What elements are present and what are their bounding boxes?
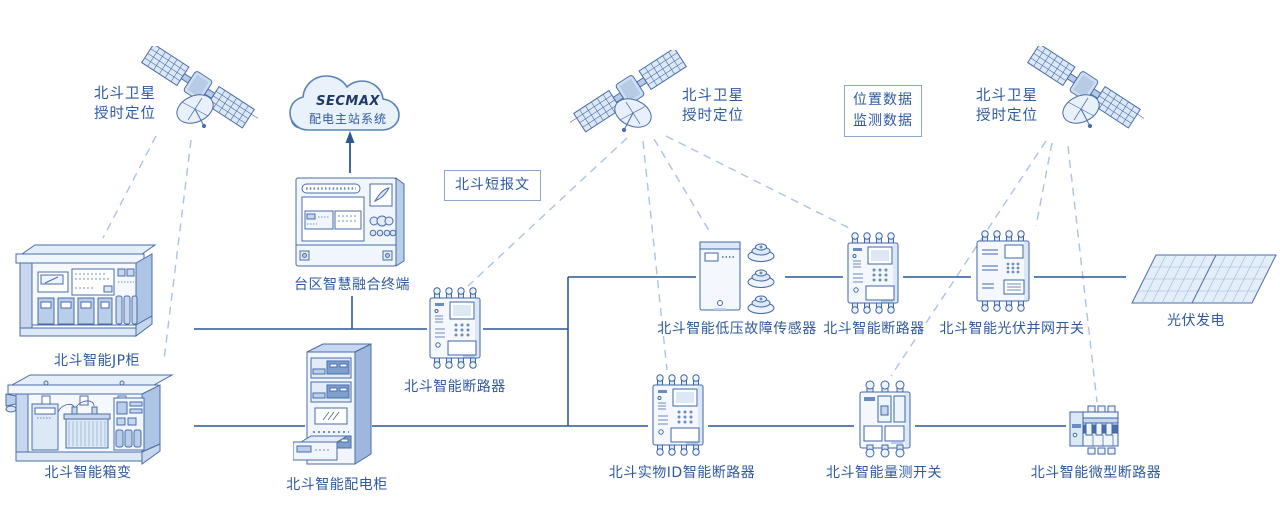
cloud-system-name: 配电主站系统 xyxy=(308,112,387,126)
satellite-label-line2: 授时定位 xyxy=(976,108,1038,124)
satellite-label-line2: 授时定位 xyxy=(94,106,156,122)
satellite-icon xyxy=(570,50,690,142)
mini-circuit-breaker-icon xyxy=(1068,404,1120,456)
circuit-breaker-icon xyxy=(845,230,901,316)
pv-grid-switch-icon xyxy=(974,228,1032,314)
distribution-cabinet-icon xyxy=(293,342,379,472)
dashed-signal-lines xyxy=(102,135,1098,403)
satellite-label-line2: 授时定位 xyxy=(682,108,744,124)
measure-switch-label: 北斗智能量测开关 xyxy=(826,465,942,481)
data-note: 位置数据 监测数据 xyxy=(844,85,922,137)
jp-cabinet-icon xyxy=(12,242,157,342)
satellite-icon xyxy=(1024,46,1144,138)
circuit-breaker-left-label: 北斗智能断路器 xyxy=(404,379,506,395)
jp-cabinet-label: 北斗智能JP柜 xyxy=(53,353,141,369)
pv-generation-label: 光伏发电 xyxy=(1167,313,1225,329)
satellite-label-line1: 北斗卫星 xyxy=(94,86,156,102)
fusion-terminal-label: 台区智慧融合终端 xyxy=(294,277,410,293)
satellite-middle-label: 北斗卫星 授时定位 xyxy=(682,86,744,126)
satellite-label-line1: 北斗卫星 xyxy=(682,88,744,104)
box-transformer-label: 北斗智能箱变 xyxy=(44,465,132,481)
satellite-left-label: 北斗卫星 授时定位 xyxy=(94,84,156,124)
fault-sensor-icon xyxy=(698,236,783,316)
data-note-line1: 位置数据 xyxy=(853,92,913,108)
satellite-right-label: 北斗卫星 授时定位 xyxy=(976,86,1038,126)
measure-switch-icon xyxy=(857,378,913,460)
mini-circuit-breaker-label: 北斗智能微型断路器 xyxy=(1030,465,1162,481)
solar-panel-icon xyxy=(1128,251,1280,307)
satellite-icon xyxy=(138,46,258,138)
bus-lines xyxy=(194,276,1126,427)
fusion-terminal-icon xyxy=(294,173,408,271)
circuit-breaker-right-label: 北斗智能断路器 xyxy=(823,321,925,337)
fault-sensor-label: 北斗智能低压故障传感器 xyxy=(657,321,817,337)
circuit-breaker-icon xyxy=(427,285,483,371)
upload-arrow xyxy=(345,131,355,173)
satellite-label-line1: 北斗卫星 xyxy=(976,88,1038,104)
data-note-line2: 监测数据 xyxy=(853,113,913,129)
pv-grid-switch-label: 北斗智能光伏并网开关 xyxy=(939,321,1085,337)
distribution-cabinet-label: 北斗智能配电柜 xyxy=(286,477,388,493)
cloud-brand: SECMAX xyxy=(316,94,380,109)
master-station-cloud: SECMAX 配电主站系统 xyxy=(282,68,414,148)
id-circuit-breaker-label: 北斗实物ID智能断路器 xyxy=(608,465,756,481)
short-message-note: 北斗短报文 xyxy=(444,170,541,201)
box-transformer-icon xyxy=(4,372,174,467)
id-circuit-breaker-icon xyxy=(650,372,706,458)
